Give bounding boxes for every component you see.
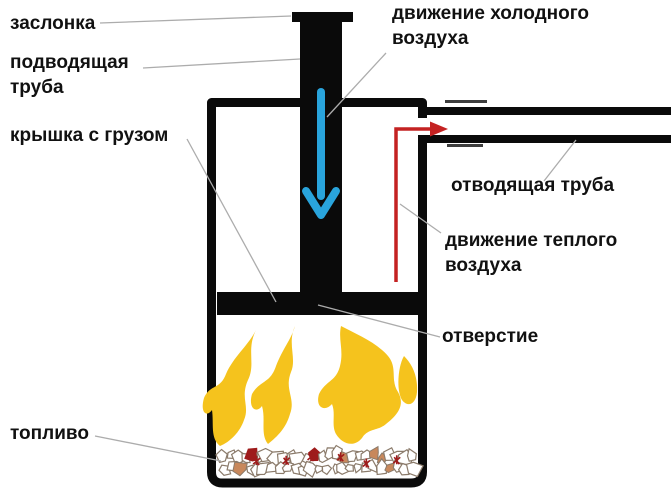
leader-opening — [317, 304, 441, 338]
fuel-piece — [302, 460, 318, 479]
stove-body — [207, 98, 427, 488]
fuel-twig — [252, 456, 261, 466]
leader-damper — [99, 15, 292, 24]
fuel-piece — [368, 445, 379, 461]
fuel-piece — [314, 464, 324, 475]
weld-dash-top — [445, 100, 487, 103]
fuel-piece — [344, 463, 355, 472]
label-damper: заслонка — [10, 13, 96, 34]
fuel-twig — [336, 452, 345, 462]
fuel-twig — [282, 455, 291, 466]
fuel-piece — [405, 461, 424, 478]
label-outlet-pipe: отводящая труба — [451, 175, 615, 196]
fuel-piece — [317, 449, 329, 464]
fuel-piece — [336, 461, 351, 475]
flame-middle — [250, 326, 295, 444]
fuel-twig — [307, 452, 316, 462]
warm-air-arrow-shaft — [394, 127, 434, 282]
cold-air-arrow — [302, 88, 340, 219]
fuel-piece — [232, 461, 248, 477]
label-warm-air-movement: движение теплого воздуха — [445, 230, 618, 276]
warm-air-arrow-head — [430, 121, 448, 137]
cold-air-arrow-head — [302, 187, 340, 219]
leader-outlet-pipe — [543, 139, 577, 182]
fuel-piece — [297, 465, 309, 477]
outlet-pipe-top-wall — [427, 107, 671, 115]
flame-left — [202, 330, 256, 446]
flame-right-small — [398, 356, 418, 405]
fuel-twig — [362, 458, 371, 468]
leader-cold-air — [326, 52, 387, 118]
leader-supply-pipe — [142, 58, 301, 69]
fuel-twig — [392, 455, 401, 465]
damper-cap — [292, 12, 353, 22]
label-lid-with-weight: крышка с грузом — [10, 125, 169, 146]
outlet-pipe-bottom-wall — [418, 135, 671, 143]
label-cold-air-movement: движение холодного воздуха — [392, 3, 590, 49]
fuel-piece — [215, 448, 228, 464]
label-supply-pipe: подводящая труба — [10, 52, 129, 98]
leader-fuel — [94, 435, 222, 462]
flames — [202, 326, 418, 446]
leader-lines — [94, 15, 577, 462]
fuel-piece — [406, 447, 417, 462]
fuel-piece — [321, 464, 333, 476]
leader-lid — [186, 138, 277, 303]
leader-warm-air — [399, 203, 442, 234]
warm-air-arrow — [394, 121, 448, 282]
fuel-layer — [215, 444, 424, 479]
fuel-piece — [281, 461, 295, 473]
weld-dash-bottom — [447, 144, 483, 147]
flame-right — [318, 326, 401, 444]
fuel-piece — [353, 463, 363, 474]
label-fuel: топливо — [10, 423, 89, 444]
lid-with-weight — [217, 292, 420, 315]
label-opening: отверстие — [442, 326, 539, 347]
